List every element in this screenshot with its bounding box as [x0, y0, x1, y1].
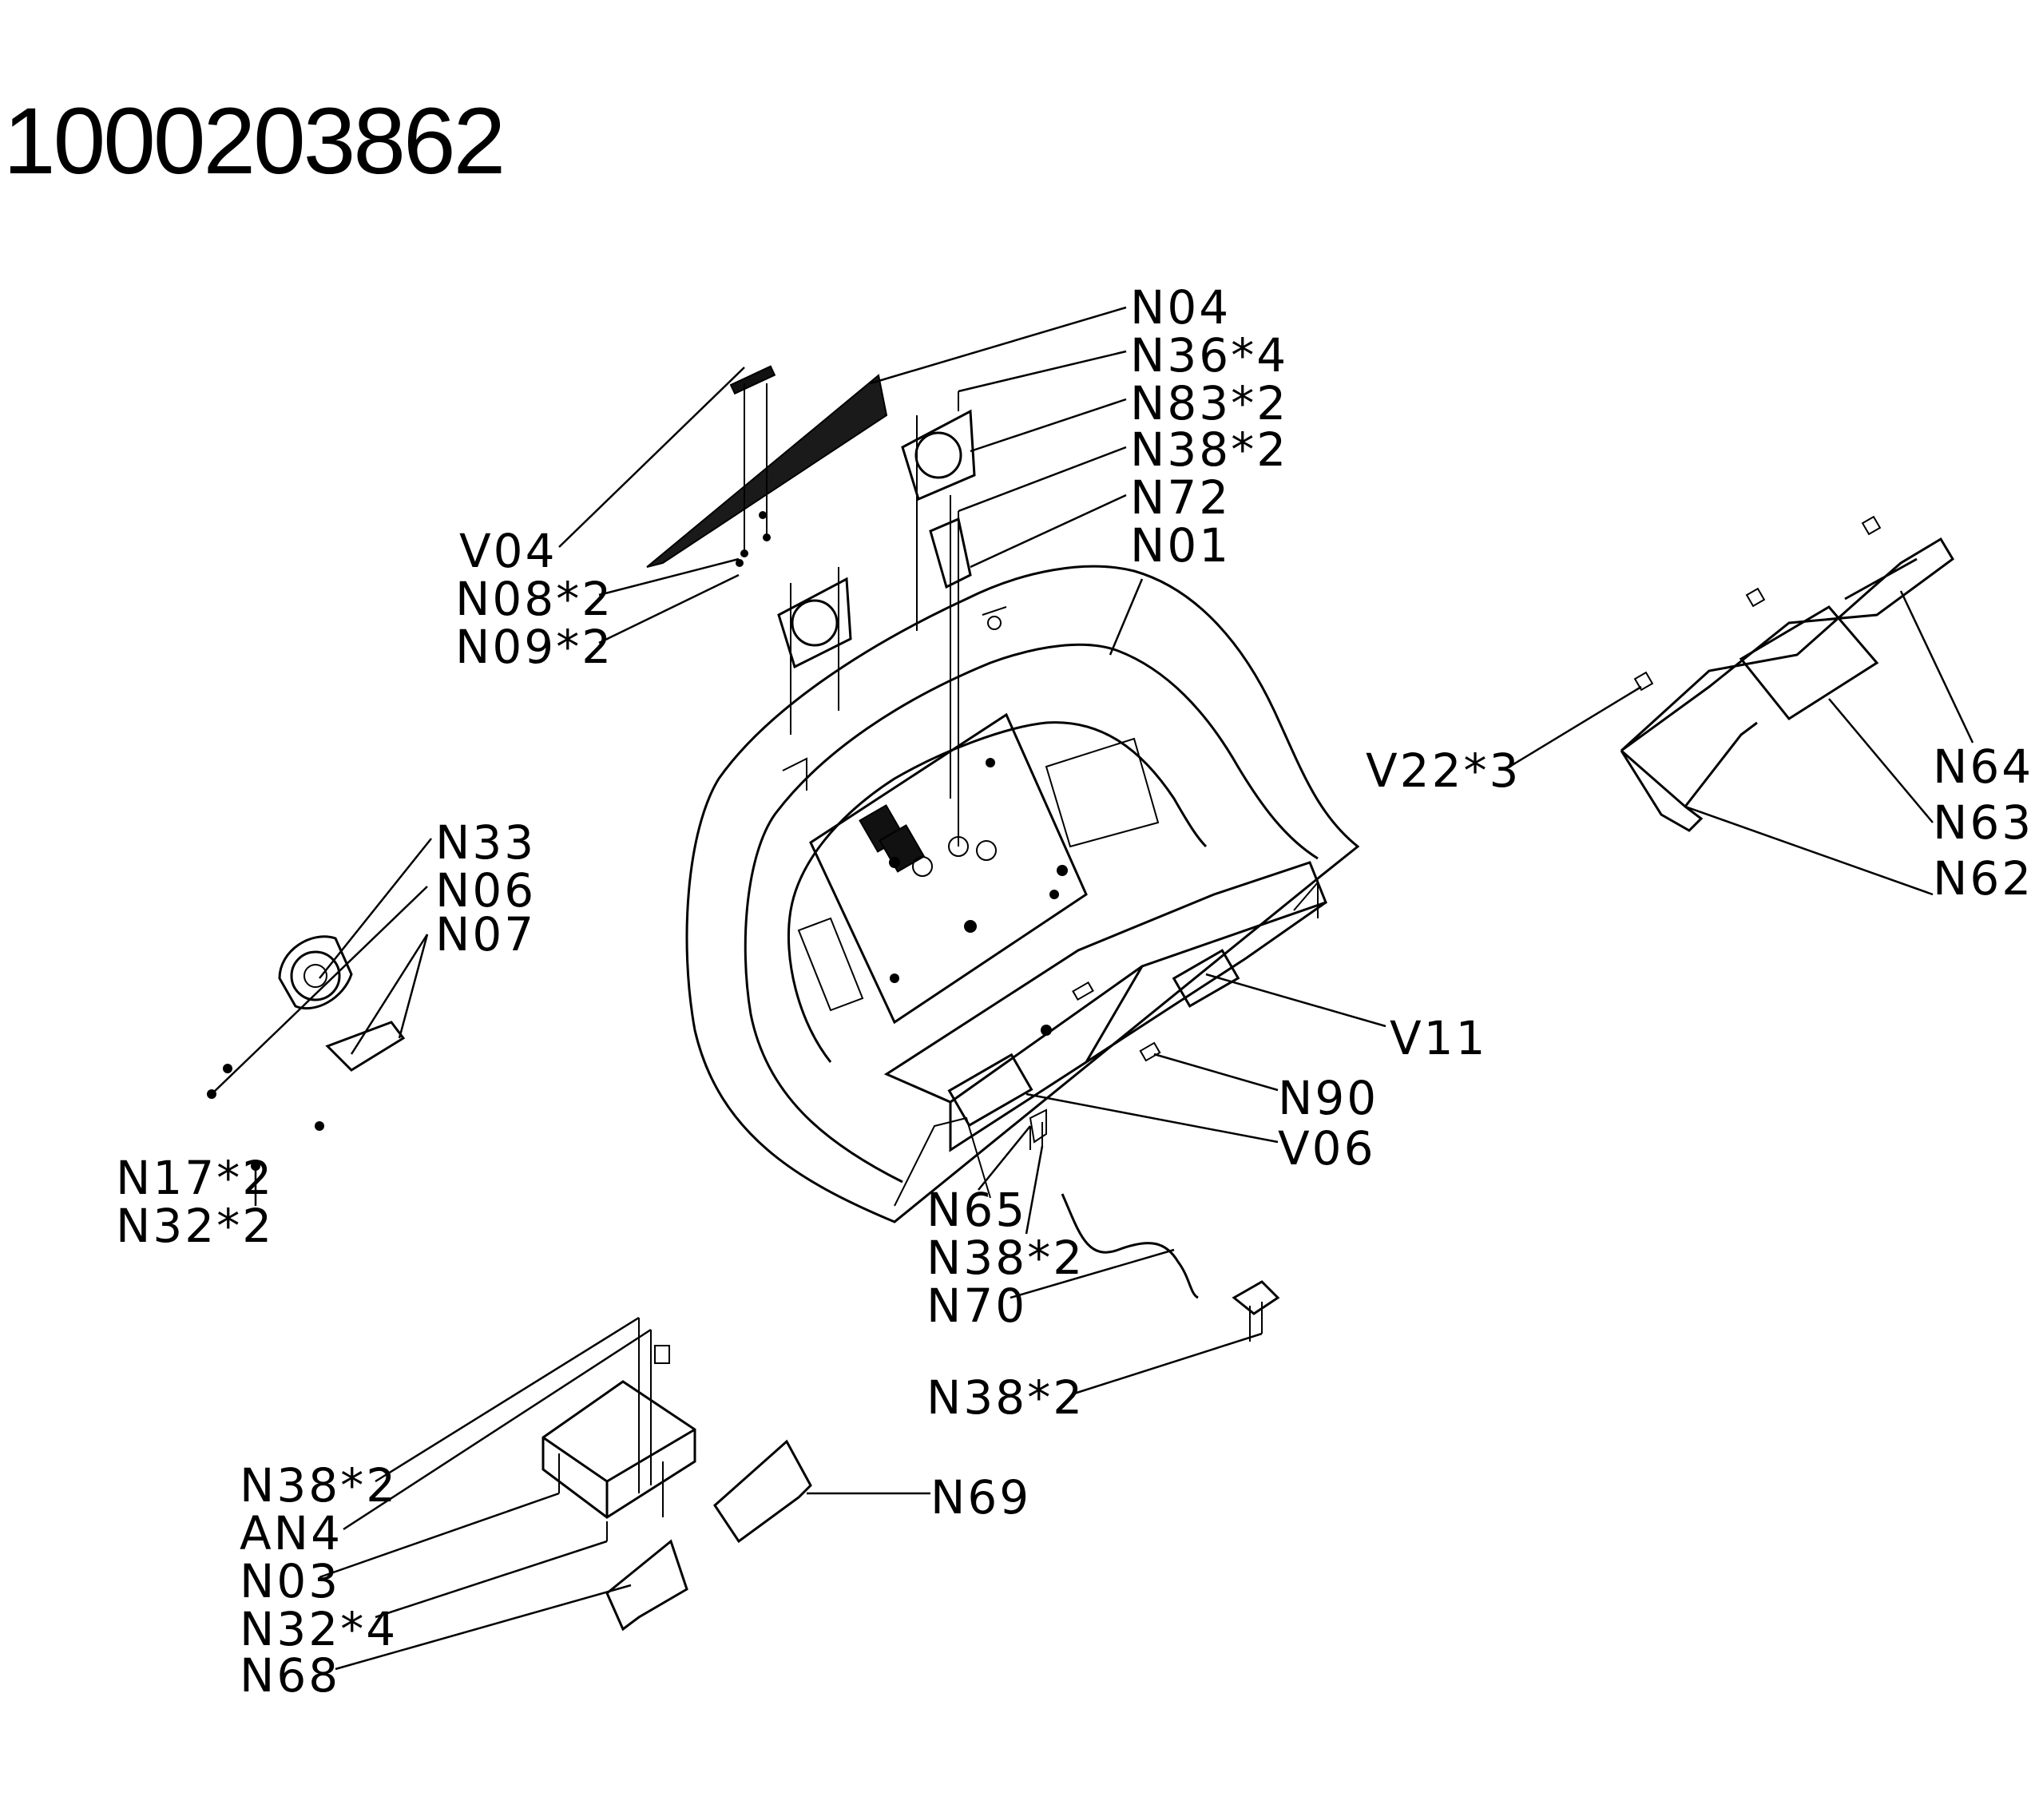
callout-N09x2: N09*2 [455, 620, 613, 674]
display-window-v04 [646, 365, 888, 568]
board-n69 [713, 1439, 812, 1544]
bracket-n72 [929, 495, 972, 847]
callout-V11: V11 [1390, 1011, 1487, 1065]
callout-N38x2-top: N38*2 [1130, 422, 1288, 477]
callout-N03: N03 [240, 1554, 340, 1608]
drawing-number: 1000203862 [3, 89, 506, 194]
callout-N08x2: N08*2 [455, 572, 613, 626]
callout-N17x2: N17*2 [116, 1151, 274, 1205]
callout-N38x2-bottom: N38*2 [240, 1458, 398, 1513]
callout-N32x4: N32*4 [240, 1602, 398, 1656]
speaker-bottom [777, 567, 852, 735]
callout-N83x2: N83*2 [1130, 376, 1288, 430]
overlay-set-right [1620, 515, 1954, 832]
callout-V06: V06 [1278, 1121, 1375, 1176]
callout-N64: N64 [1933, 739, 2033, 794]
callout-N07: N07 [435, 907, 536, 962]
callout-AN4: AN4 [240, 1506, 343, 1560]
callout-N33: N33 [435, 815, 536, 870]
callout-labels: N04 N36*4 N83*2 N38*2 N72 N01 V04 N08*2 … [116, 280, 2033, 1703]
console-housing [685, 565, 1360, 1223]
callout-N32x2: N32*2 [116, 1199, 274, 1253]
callout-N72: N72 [1130, 470, 1231, 525]
callout-N62: N62 [1933, 851, 2033, 906]
leader-lines [211, 306, 1974, 1671]
callout-N90: N90 [1278, 1071, 1378, 1125]
board-n68 [605, 1539, 688, 1632]
callout-N36x4: N36*4 [1130, 328, 1288, 383]
callout-V22x3: V22*3 [1366, 743, 1521, 798]
callout-N70: N70 [926, 1279, 1027, 1333]
callout-N38x2-mid: N38*2 [926, 1231, 1085, 1285]
callout-N65: N65 [926, 1183, 1027, 1237]
small-parts-middle [947, 949, 1280, 1342]
callout-V04: V04 [459, 524, 557, 578]
callout-N06: N06 [435, 863, 536, 918]
callout-N63: N63 [1933, 795, 2033, 850]
callout-N68: N68 [240, 1648, 340, 1703]
callout-N04: N04 [1130, 280, 1231, 335]
fan-assembly [207, 935, 406, 1171]
controller-box-an4 [541, 1318, 696, 1541]
callout-N69: N69 [930, 1470, 1031, 1525]
callout-N38x2-right: N38*2 [926, 1370, 1085, 1425]
speaker-top [901, 391, 976, 631]
callout-N01: N01 [1130, 518, 1231, 573]
